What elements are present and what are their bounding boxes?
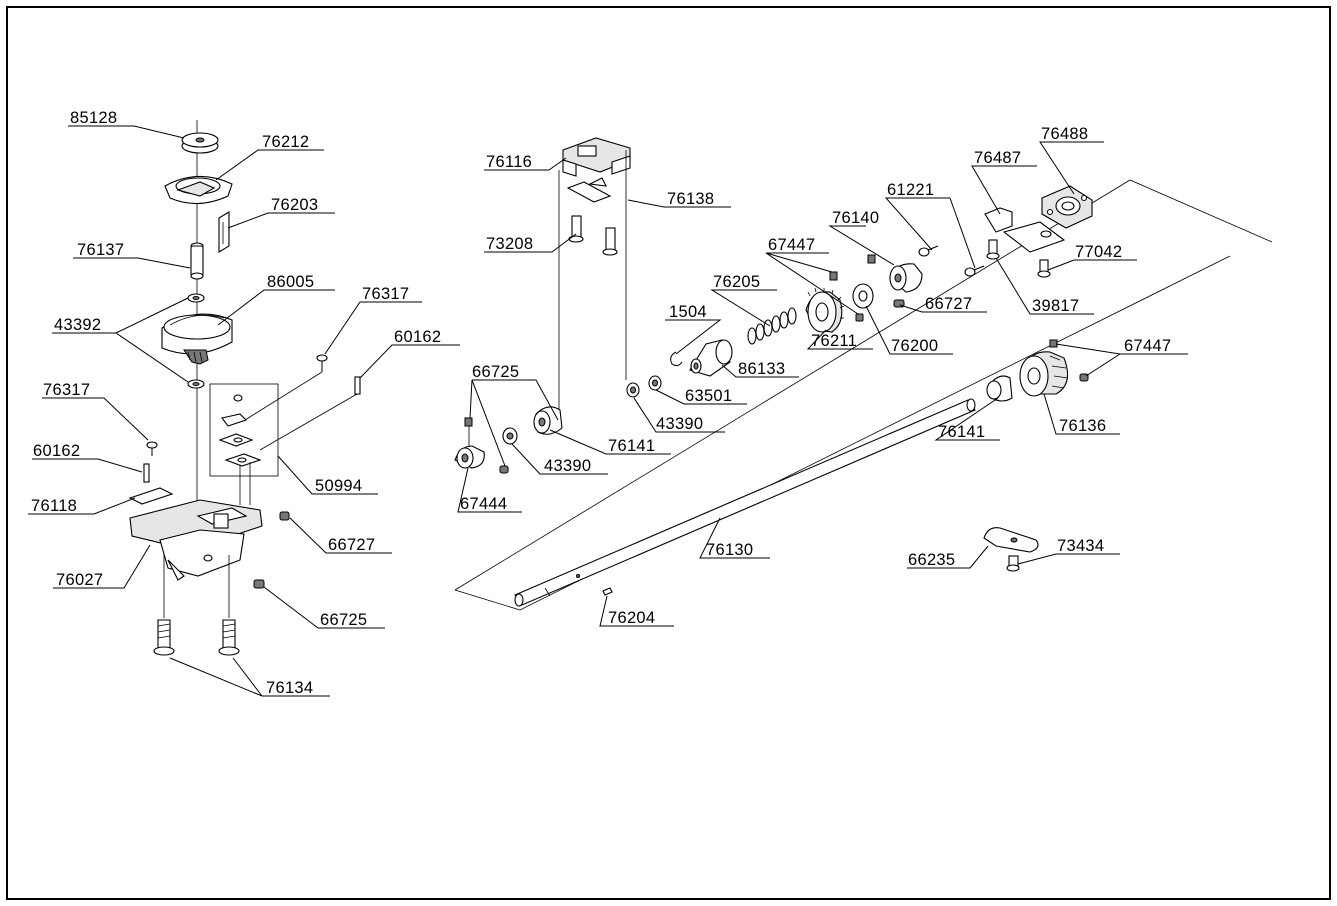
part-label-76138: 76138 [667, 190, 714, 208]
part-label-76200: 76200 [891, 337, 938, 355]
part-label-43390-upper: 43390 [656, 415, 703, 433]
part-label-67447-lower: 67447 [1124, 337, 1171, 355]
part-label-76140: 76140 [832, 209, 879, 227]
leader-lines [28, 125, 1188, 697]
part-label-66235: 66235 [908, 551, 955, 569]
part-label-76130: 76130 [706, 541, 753, 559]
part-label-86133: 86133 [738, 360, 785, 378]
part-label-63501: 63501 [685, 387, 732, 405]
part-label-67447-upper: 67447 [768, 236, 815, 254]
part-label-76204: 76204 [608, 609, 655, 627]
part-label-76141-right: 76141 [938, 423, 985, 441]
part-label-86005: 86005 [267, 273, 314, 291]
part-label-76137: 76137 [77, 241, 124, 259]
part-label-73434: 73434 [1057, 537, 1104, 555]
part-label-76205: 76205 [713, 273, 760, 291]
part-label-76134: 76134 [266, 679, 313, 697]
part-label-85128: 85128 [70, 109, 117, 127]
part-label-50994: 50994 [315, 477, 362, 495]
part-label-76116: 76116 [486, 153, 532, 171]
part-label-66725-left: 66725 [320, 611, 367, 629]
part-label-76488: 76488 [1041, 125, 1088, 143]
part-label-61221: 61221 [887, 181, 934, 199]
diagram-frame [6, 6, 1331, 900]
part-label-66727-right: 66727 [925, 295, 972, 313]
part-label-1504: 1504 [669, 303, 707, 321]
left-assembly-drawing [128, 120, 361, 656]
part-label-76211: 76211 [811, 332, 857, 350]
part-label-66727-left: 66727 [328, 536, 375, 554]
part-label-76141-left: 76141 [608, 437, 655, 455]
spring-drawing [747, 307, 797, 345]
part-label-73208: 73208 [486, 235, 533, 253]
part-label-77042: 77042 [1075, 243, 1122, 261]
part-label-76317-lower: 76317 [43, 381, 90, 399]
part-label-67444: 67444 [460, 495, 507, 513]
part-label-43392: 43392 [54, 316, 101, 334]
part-label-43390-lower: 43390 [544, 457, 591, 475]
part-label-76487: 76487 [974, 149, 1021, 167]
part-number-labels: 85128 76212 76203 76137 86005 43392 7631… [31, 109, 1171, 697]
part-label-76027: 76027 [56, 571, 103, 589]
part-label-39817: 39817 [1032, 297, 1079, 315]
part-label-76212: 76212 [262, 133, 309, 151]
part-label-76203: 76203 [271, 196, 318, 214]
part-label-66725-right: 66725 [472, 363, 519, 381]
part-label-60162-lower: 60162 [33, 442, 80, 460]
part-label-76136: 76136 [1059, 417, 1106, 435]
part-label-76317-upper: 76317 [362, 285, 409, 303]
part-label-60162-upper: 60162 [394, 328, 441, 346]
right-assembly-drawing [454, 137, 1273, 611]
part-label-76118: 76118 [31, 497, 77, 515]
